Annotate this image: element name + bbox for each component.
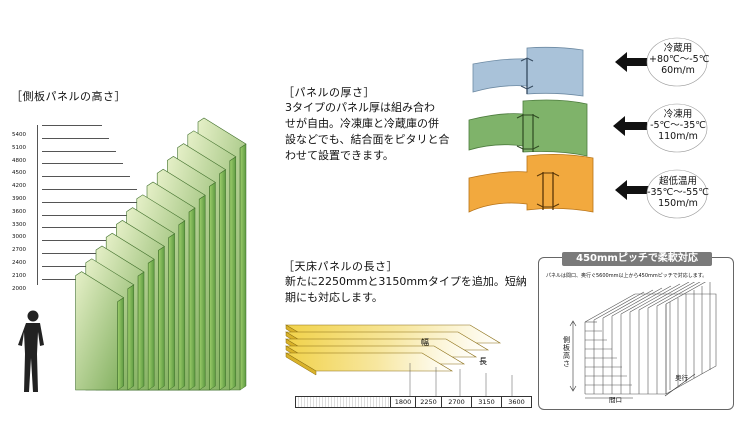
depth-axis-label: 奥行 (675, 374, 688, 382)
panel-edge (127, 284, 135, 391)
label-name: 冷凍用 (663, 109, 693, 120)
panel-edge (239, 143, 247, 391)
length-cell: 3600 (501, 397, 531, 407)
panel-edge (158, 245, 165, 391)
thickness-line: せが自由。冷凍庫と冷蔵庫の併 (285, 117, 439, 130)
height-tick-label: 2400 (12, 260, 26, 266)
thickness-line: わせて設置できます。 (285, 149, 394, 162)
side-panel-illustration (18, 117, 247, 392)
thickness-line: 3タイプのパネル厚は組み合わ (285, 101, 435, 114)
height-tick: 3300 (12, 211, 202, 228)
label-range: +80℃～-5℃ (649, 54, 710, 65)
height-tick: 4500 (12, 159, 202, 176)
height-tick: 3900 (12, 185, 202, 202)
length-scale: 1800 2250 2700 3150 3600 (295, 396, 532, 408)
height-tick: 4200 (12, 172, 202, 189)
frontage-axis-label: 間口 (609, 396, 622, 404)
label-thickness: 60m/m (661, 65, 695, 76)
ceiling-description: 新たに2250mmと3150mmタイプを追加。短納 期にも対応します。 (285, 274, 535, 306)
thickness-heading: ［パネルの厚さ］ (283, 86, 375, 99)
label-thickness: 110m/m (658, 131, 698, 142)
height-tick: 3000 (12, 223, 202, 240)
label-range: -35℃～-55℃ (647, 187, 709, 198)
height-tick-label: 2700 (12, 247, 26, 254)
label-range: -5℃～-35℃ (650, 120, 706, 131)
height-tick-line (42, 150, 116, 152)
height-tick-label: 3000 (12, 234, 26, 241)
height-tick: 2700 (12, 236, 202, 253)
pitch-title: 450mmピッチで柔軟対応 (562, 252, 712, 266)
label-name: 冷蔵用 (663, 43, 693, 54)
length-guide-lines (409, 363, 513, 397)
thickness-description: 3タイプのパネル厚は組み合わ せが自由。冷凍庫と冷蔵庫の併 設などでも、結合面を… (285, 100, 485, 164)
height-tick-line (42, 137, 109, 139)
length-cell: 3150 (471, 397, 501, 407)
height-tick-label: 3600 (12, 208, 26, 215)
height-tick-label: 3900 (12, 196, 26, 202)
height-tick-line (42, 201, 144, 203)
width-axis-label: 幅 (421, 337, 429, 347)
height-axis-line (37, 125, 38, 285)
panel-edge (209, 181, 216, 391)
thickness-illustration (468, 37, 708, 219)
arrow-left-icon (613, 116, 647, 136)
panel-edge (117, 297, 124, 391)
length-cell: 1800 (390, 397, 415, 407)
person-silhouette-icon (18, 310, 44, 392)
ceiling-panel-edge (285, 352, 317, 376)
height-tick-label: 5400 (12, 132, 26, 138)
thickness-line: 設などでも、結合面をピタリと合 (285, 133, 450, 146)
panel-edge (147, 258, 155, 391)
height-tick-label: 2100 (12, 272, 26, 279)
height-tick-line (42, 227, 158, 229)
height-tick-line (42, 176, 130, 178)
length-cell: 2250 (415, 397, 441, 407)
height-tick-line (42, 125, 102, 126)
ceiling-line: 期にも対応します。 (285, 291, 383, 304)
arrow-left-icon (615, 52, 649, 72)
height-tick-label: 2000 (12, 285, 26, 292)
length-axis-label: 長 (479, 357, 487, 366)
ceiling-panel-illustration: 幅 長 (284, 324, 513, 397)
panel-green (468, 99, 588, 157)
arrow-left-icon (615, 180, 649, 200)
height-tick: 4800 (12, 147, 202, 164)
panel-edge (229, 156, 237, 391)
panel-edge (178, 220, 186, 391)
height-tick-label: 4200 (12, 183, 26, 190)
panel-blue (472, 46, 584, 97)
length-cell: 2700 (441, 397, 471, 407)
height-tick-line (42, 189, 137, 190)
height-tick-line (42, 163, 123, 165)
side-panel-heading: ［側板パネルの高さ］ (11, 90, 126, 103)
height-tick: 5400 (12, 121, 202, 138)
side-height-axis-label: 側板高さ (563, 336, 570, 368)
length-scale-blank (296, 397, 390, 407)
pitch-note: パネルは間口、奥行ぐ5600mm以上から450mmピッチで対応します。 (546, 273, 708, 279)
height-tick-label: 5100 (12, 144, 26, 151)
panel-edge (198, 194, 206, 391)
height-tick-label: 3300 (12, 221, 26, 228)
ceiling-heading: ［天床パネルの長さ］ (283, 260, 398, 273)
panel-edge (188, 207, 196, 391)
label-ultralow: 超低温用 -35℃～-55℃ 150m/m (647, 176, 709, 209)
label-name: 超低温用 (658, 176, 697, 187)
ceiling-line: 新たに2250mmと3150mmタイプを追加。短納 (285, 275, 527, 288)
panel-orange (468, 154, 594, 213)
side-panel (75, 271, 125, 391)
label-thickness: 150m/m (658, 198, 698, 209)
height-tick: 5100 (12, 134, 202, 151)
panel-edge (219, 169, 226, 391)
height-tick-line (42, 214, 151, 216)
pitch-illustration (569, 282, 717, 399)
pitch-grid (584, 282, 717, 395)
label-freezer: 冷凍用 -5℃～-35℃ 110m/m (649, 109, 707, 142)
panel-edge (137, 271, 145, 391)
height-tick-line (42, 240, 165, 242)
height-tick-label: 4800 (12, 157, 26, 164)
panel-edge (168, 233, 175, 391)
label-refrigeration: 冷蔵用 +80℃～-5℃ 60m/m (649, 43, 710, 76)
height-tick: 3600 (12, 198, 202, 215)
height-tick-label: 4500 (12, 170, 26, 177)
